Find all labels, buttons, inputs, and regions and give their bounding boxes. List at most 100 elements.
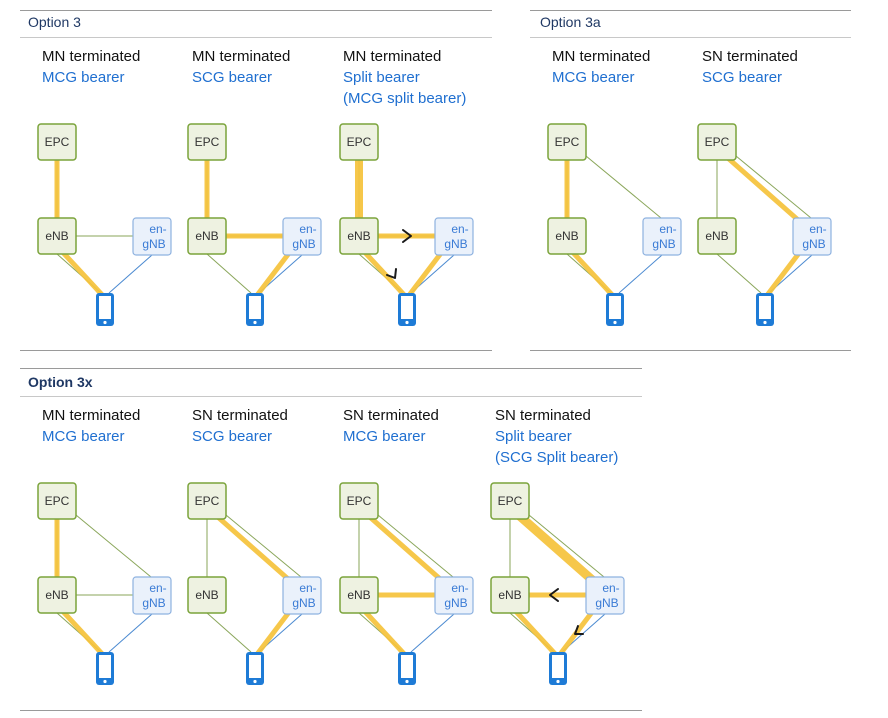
engnb-box <box>282 576 322 615</box>
epc-node: EPC <box>37 123 77 161</box>
link-engnb-ue <box>618 254 663 294</box>
enb-label: eNB <box>195 229 218 243</box>
engnb-box <box>434 217 474 256</box>
phone-icon <box>549 652 567 685</box>
flow-arrow-icon <box>549 588 559 602</box>
link-epc-engnb <box>735 155 812 219</box>
enb-label: eNB <box>347 229 370 243</box>
phone-screen <box>552 655 564 678</box>
engnb-box <box>132 576 172 615</box>
phone-icon <box>246 652 264 685</box>
enb-node: eNB <box>490 576 530 614</box>
rule-option-3a-sub <box>530 37 851 38</box>
engnb-box <box>132 217 172 256</box>
engnb-label-top: en- <box>809 222 826 236</box>
section-title-option-3a: Option 3a <box>540 14 601 30</box>
caption-line3: (SCG Split bearer) <box>495 449 619 466</box>
epc-box <box>697 123 737 161</box>
caption-line2: MCG bearer <box>343 428 426 445</box>
network-diagram: EPC eNB en-gNB <box>187 123 322 326</box>
engnb-node: en-gNB <box>132 576 172 615</box>
enb-label: eNB <box>498 588 521 602</box>
phone-button <box>103 320 107 325</box>
caption-line2: MCG bearer <box>42 69 125 86</box>
engnb-node: en-gNB <box>132 217 172 256</box>
epc-node: EPC <box>187 123 227 161</box>
engnb-label-bottom: gNB <box>292 237 315 251</box>
network-diagram: EPC eNB en-gNB <box>37 123 172 326</box>
caption-line2: MCG bearer <box>42 428 125 445</box>
enb-node: eNB <box>187 576 227 614</box>
engnb-node: en-gNB <box>434 217 474 256</box>
epc-node: EPC <box>547 123 587 161</box>
phone-icon <box>398 652 416 685</box>
enb-node: eNB <box>187 217 227 255</box>
link-enb-ue <box>206 612 252 653</box>
enb-label: eNB <box>705 229 728 243</box>
link-engnb-ue <box>410 613 455 653</box>
engnb-label-top: en- <box>299 581 316 595</box>
link-engnb-ue <box>108 613 153 653</box>
engnb-box <box>585 576 625 615</box>
caption-line1: MN terminated <box>42 48 141 65</box>
epc-label: EPC <box>705 135 730 149</box>
engnb-label-bottom: gNB <box>444 596 467 610</box>
network-diagram: EPC eNB en-gNB <box>339 123 474 326</box>
caption-line1: SN terminated <box>192 407 288 424</box>
engnb-box <box>282 217 322 256</box>
enb-box <box>187 217 227 255</box>
enb-node: eNB <box>339 217 379 255</box>
epc-box <box>37 123 77 161</box>
enb-box <box>490 576 530 614</box>
phone-icon <box>606 293 624 326</box>
caption-line1: MN terminated <box>42 407 141 424</box>
epc-node: EPC <box>339 123 379 161</box>
link-epc-engnb <box>75 514 152 578</box>
engnb-box <box>434 576 474 615</box>
caption-line2: SCG bearer <box>192 69 273 86</box>
epc-label: EPC <box>195 135 220 149</box>
epc-label: EPC <box>347 135 372 149</box>
epc-label: EPC <box>45 494 70 508</box>
enb-label: eNB <box>555 229 578 243</box>
enb-node: eNB <box>547 217 587 255</box>
caption-line2: SCG bearer <box>192 428 273 445</box>
phone-icon <box>246 293 264 326</box>
rule-option-3-top <box>20 10 492 11</box>
link-engnb-ue <box>108 254 153 294</box>
engnb-label-bottom: gNB <box>292 596 315 610</box>
engnb-node: en-gNB <box>434 576 474 615</box>
link-epc-engnb <box>585 155 662 219</box>
caption-line1: MN terminated <box>192 48 291 65</box>
engnb-label-top: en- <box>299 222 316 236</box>
epc-node: EPC <box>697 123 737 161</box>
network-diagram: EPC eNB en-gNB <box>697 123 832 326</box>
enb-label: eNB <box>195 588 218 602</box>
epc-label: EPC <box>45 135 70 149</box>
engnb-label-top: en- <box>451 581 468 595</box>
caption-line1: SN terminated <box>343 407 439 424</box>
phone-button <box>556 679 560 684</box>
enb-label: eNB <box>45 229 68 243</box>
engnb-label-bottom: gNB <box>802 237 825 251</box>
caption-line3: (MCG split bearer) <box>343 90 467 107</box>
enb-box <box>339 576 379 614</box>
section-title-option-3x: Option 3x <box>28 374 93 390</box>
epc-box <box>37 482 77 520</box>
phone-button <box>103 679 107 684</box>
epc-box <box>187 123 227 161</box>
phone-button <box>613 320 617 325</box>
section-title-option-3: Option 3 <box>28 14 81 30</box>
engnb-node: en-gNB <box>282 217 322 256</box>
engnb-label-top: en- <box>149 581 166 595</box>
rule-option-3-bottom <box>20 350 492 351</box>
enb-box <box>697 217 737 255</box>
caption-line1: SN terminated <box>702 48 798 65</box>
link-enb-ue <box>206 253 252 294</box>
phone-screen <box>99 296 111 319</box>
engnb-label-bottom: gNB <box>142 596 165 610</box>
